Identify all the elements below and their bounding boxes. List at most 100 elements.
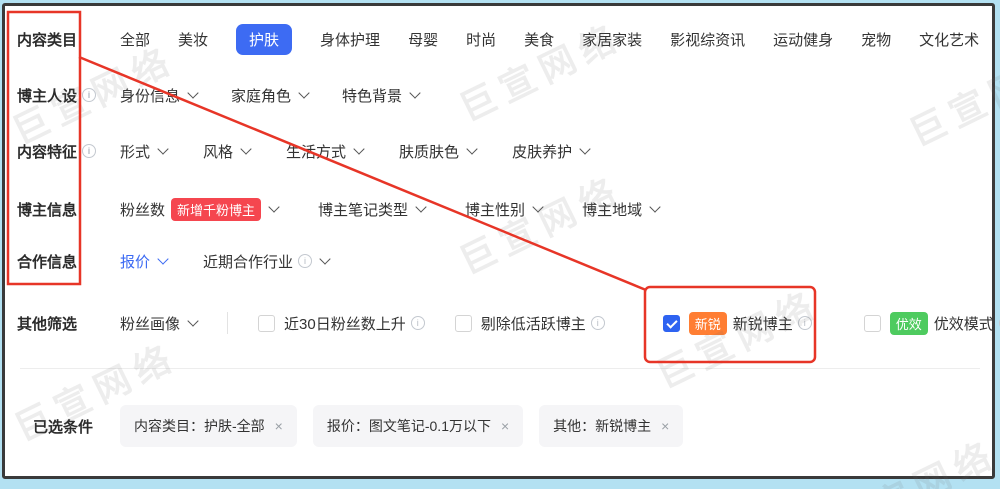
dropdown-lifestyle[interactable]: 生活方式 bbox=[286, 141, 365, 162]
dropdown-price[interactable]: 报价 bbox=[120, 251, 169, 272]
tab-culture-art[interactable]: 文化艺术 bbox=[919, 31, 980, 49]
remove-icon[interactable]: × bbox=[274, 418, 283, 434]
chevron-down-icon bbox=[298, 87, 310, 99]
dropdown-note-type[interactable]: 博主笔记类型 bbox=[318, 199, 427, 220]
filter-row-category: 内容类目 全部 美妆 护肤 身体护理 母婴 时尚 美食 家居家装 影视综资讯 运… bbox=[17, 23, 992, 55]
remove-icon[interactable]: × bbox=[661, 418, 670, 434]
remove-icon[interactable]: × bbox=[500, 418, 510, 434]
dropdown-gender[interactable]: 博主性别 bbox=[465, 199, 544, 220]
row-label-text: 其他筛选 bbox=[17, 315, 78, 333]
checkbox-label: 剔除低活跃博主 bbox=[480, 315, 586, 333]
chevron-down-icon bbox=[157, 253, 169, 265]
info-icon[interactable]: i bbox=[82, 144, 97, 158]
dropdown-label: 博主笔记类型 bbox=[318, 201, 409, 219]
chevron-down-icon bbox=[466, 143, 478, 155]
checkbox[interactable] bbox=[454, 314, 472, 332]
other-filters: 粉丝画像 近30日粉丝数上升 i 剔除低活跃博主 i 新锐 新锐博 bbox=[120, 311, 1000, 335]
chevron-down-icon bbox=[415, 201, 427, 213]
tab-home-decor[interactable]: 家居家装 bbox=[582, 31, 643, 49]
dropdown-label: 家庭角色 bbox=[231, 87, 292, 105]
vertical-divider bbox=[227, 312, 229, 334]
dropdown-identity[interactable]: 身份信息 bbox=[120, 85, 199, 106]
row-label-category: 内容类目 bbox=[17, 29, 120, 50]
info-icon[interactable]: i bbox=[298, 254, 313, 268]
rising-star-badge: 新锐 bbox=[688, 311, 727, 335]
chevron-down-icon bbox=[409, 87, 421, 99]
checkbox-efficiency-mode[interactable]: 优效 优效模式 i bbox=[863, 311, 1000, 335]
dropdown-label: 肤质肤色 bbox=[399, 143, 460, 161]
checkbox-label: 近30日粉丝数上升 bbox=[284, 315, 406, 333]
info-icon[interactable]: i bbox=[82, 88, 97, 102]
selected-tag-other: 其他：新锐博主 × bbox=[539, 405, 684, 447]
row-label-text: 合作信息 bbox=[17, 253, 78, 271]
checkbox-label: 优效模式 bbox=[933, 315, 994, 333]
dropdown-family-role[interactable]: 家庭角色 bbox=[231, 85, 310, 106]
row-label-text: 已选条件 bbox=[33, 418, 94, 436]
blogger-info-dropdowns: 粉丝数 新增千粉博主 博主笔记类型 博主性别 博主地域 bbox=[120, 197, 661, 221]
section-divider bbox=[20, 368, 980, 369]
chevron-down-icon bbox=[353, 143, 365, 155]
row-label-text: 内容类目 bbox=[17, 31, 78, 49]
dropdown-label: 博主性别 bbox=[465, 201, 526, 219]
selected-tag-price: 报价：图文笔记-0.1万以下 × bbox=[312, 405, 524, 447]
checkbox-checked[interactable] bbox=[662, 314, 680, 332]
tab-skincare[interactable]: 护肤 bbox=[236, 23, 293, 55]
dropdown-label: 身份信息 bbox=[120, 87, 181, 105]
tab-pets[interactable]: 宠物 bbox=[861, 31, 892, 49]
new-kilofan-badge: 新增千粉博主 bbox=[171, 197, 262, 221]
checkbox-label: 新锐博主 bbox=[732, 315, 793, 333]
chevron-down-icon bbox=[157, 143, 169, 155]
dropdown-label: 近期合作行业 bbox=[203, 253, 294, 271]
dropdown-style[interactable]: 风格 bbox=[203, 141, 252, 162]
row-label-persona: 博主人设 i bbox=[17, 85, 120, 106]
dropdown-fan-portrait[interactable]: 粉丝画像 bbox=[120, 313, 199, 334]
dropdown-label: 报价 bbox=[120, 253, 151, 271]
dropdown-label: 博主地域 bbox=[582, 201, 643, 219]
dropdown-special-background[interactable]: 特色背景 bbox=[342, 85, 421, 106]
dropdown-skin-type[interactable]: 肤质肤色 bbox=[399, 141, 478, 162]
tab-fashion[interactable]: 时尚 bbox=[466, 31, 497, 49]
info-icon[interactable]: i bbox=[590, 316, 605, 330]
dropdown-fans-count[interactable]: 粉丝数 新增千粉博主 bbox=[120, 197, 280, 221]
filter-panel: 内容类目 全部 美妆 护肤 身体护理 母婴 时尚 美食 家居家装 影视综资讯 运… bbox=[2, 3, 1000, 479]
dropdown-region[interactable]: 博主地域 bbox=[582, 199, 661, 220]
checkbox-fans-rising-30d[interactable]: 近30日粉丝数上升 i bbox=[258, 313, 425, 334]
cooperation-dropdowns: 报价 近期合作行业 i bbox=[120, 251, 331, 272]
tag-text: 内容类目：护肤-全部 bbox=[134, 418, 265, 434]
info-icon[interactable]: i bbox=[410, 316, 425, 330]
checkbox-exclude-inactive[interactable]: 剔除低活跃博主 i bbox=[454, 313, 605, 334]
category-tabs: 全部 美妆 护肤 身体护理 母婴 时尚 美食 家居家装 影视综资讯 运动健身 宠… bbox=[120, 23, 980, 55]
info-icon[interactable]: i bbox=[797, 316, 812, 330]
dropdown-skin-care[interactable]: 皮肤养护 bbox=[512, 141, 591, 162]
efficiency-badge: 优效 bbox=[889, 311, 928, 335]
selected-tag-category: 内容类目：护肤-全部 × bbox=[120, 405, 297, 447]
dropdown-label: 皮肤养护 bbox=[512, 143, 573, 161]
checkbox[interactable] bbox=[258, 314, 276, 332]
row-label-text: 内容特征 bbox=[17, 143, 78, 161]
tab-fitness[interactable]: 运动健身 bbox=[773, 31, 834, 49]
row-label-other: 其他筛选 bbox=[17, 313, 120, 334]
dropdown-recent-industry[interactable]: 近期合作行业 i bbox=[203, 251, 331, 272]
tab-all[interactable]: 全部 bbox=[120, 31, 151, 49]
checkbox-rising-star-blogger[interactable]: 新锐 新锐博主 i bbox=[662, 311, 812, 335]
row-label-selected: 已选条件 bbox=[17, 416, 120, 437]
chevron-down-icon bbox=[268, 201, 280, 213]
dropdown-form[interactable]: 形式 bbox=[120, 141, 169, 162]
chevron-down-icon bbox=[187, 315, 199, 327]
tab-maternity[interactable]: 母婴 bbox=[408, 31, 439, 49]
dropdown-label: 特色背景 bbox=[342, 87, 403, 105]
selected-tags: 内容类目：护肤-全部 × 报价：图文笔记-0.1万以下 × 其他：新锐博主 × bbox=[120, 405, 684, 447]
row-label-text: 博主人设 bbox=[17, 87, 78, 105]
checkbox[interactable] bbox=[863, 314, 881, 332]
dropdown-label: 生活方式 bbox=[286, 143, 347, 161]
feature-dropdowns: 形式 风格 生活方式 肤质肤色 皮肤养护 bbox=[120, 141, 591, 162]
tab-makeup[interactable]: 美妆 bbox=[178, 31, 209, 49]
tab-bodycare[interactable]: 身体护理 bbox=[320, 31, 381, 49]
dropdown-label: 风格 bbox=[203, 143, 234, 161]
filter-row-blogger-info: 博主信息 粉丝数 新增千粉博主 博主笔记类型 博主性别 博主地域 bbox=[17, 194, 992, 224]
tab-entertainment-news[interactable]: 影视综资讯 bbox=[670, 31, 746, 49]
row-label-text: 博主信息 bbox=[17, 201, 78, 219]
filter-row-feature: 内容特征 i 形式 风格 生活方式 肤质肤色 bbox=[17, 136, 992, 166]
tab-food[interactable]: 美食 bbox=[524, 31, 555, 49]
